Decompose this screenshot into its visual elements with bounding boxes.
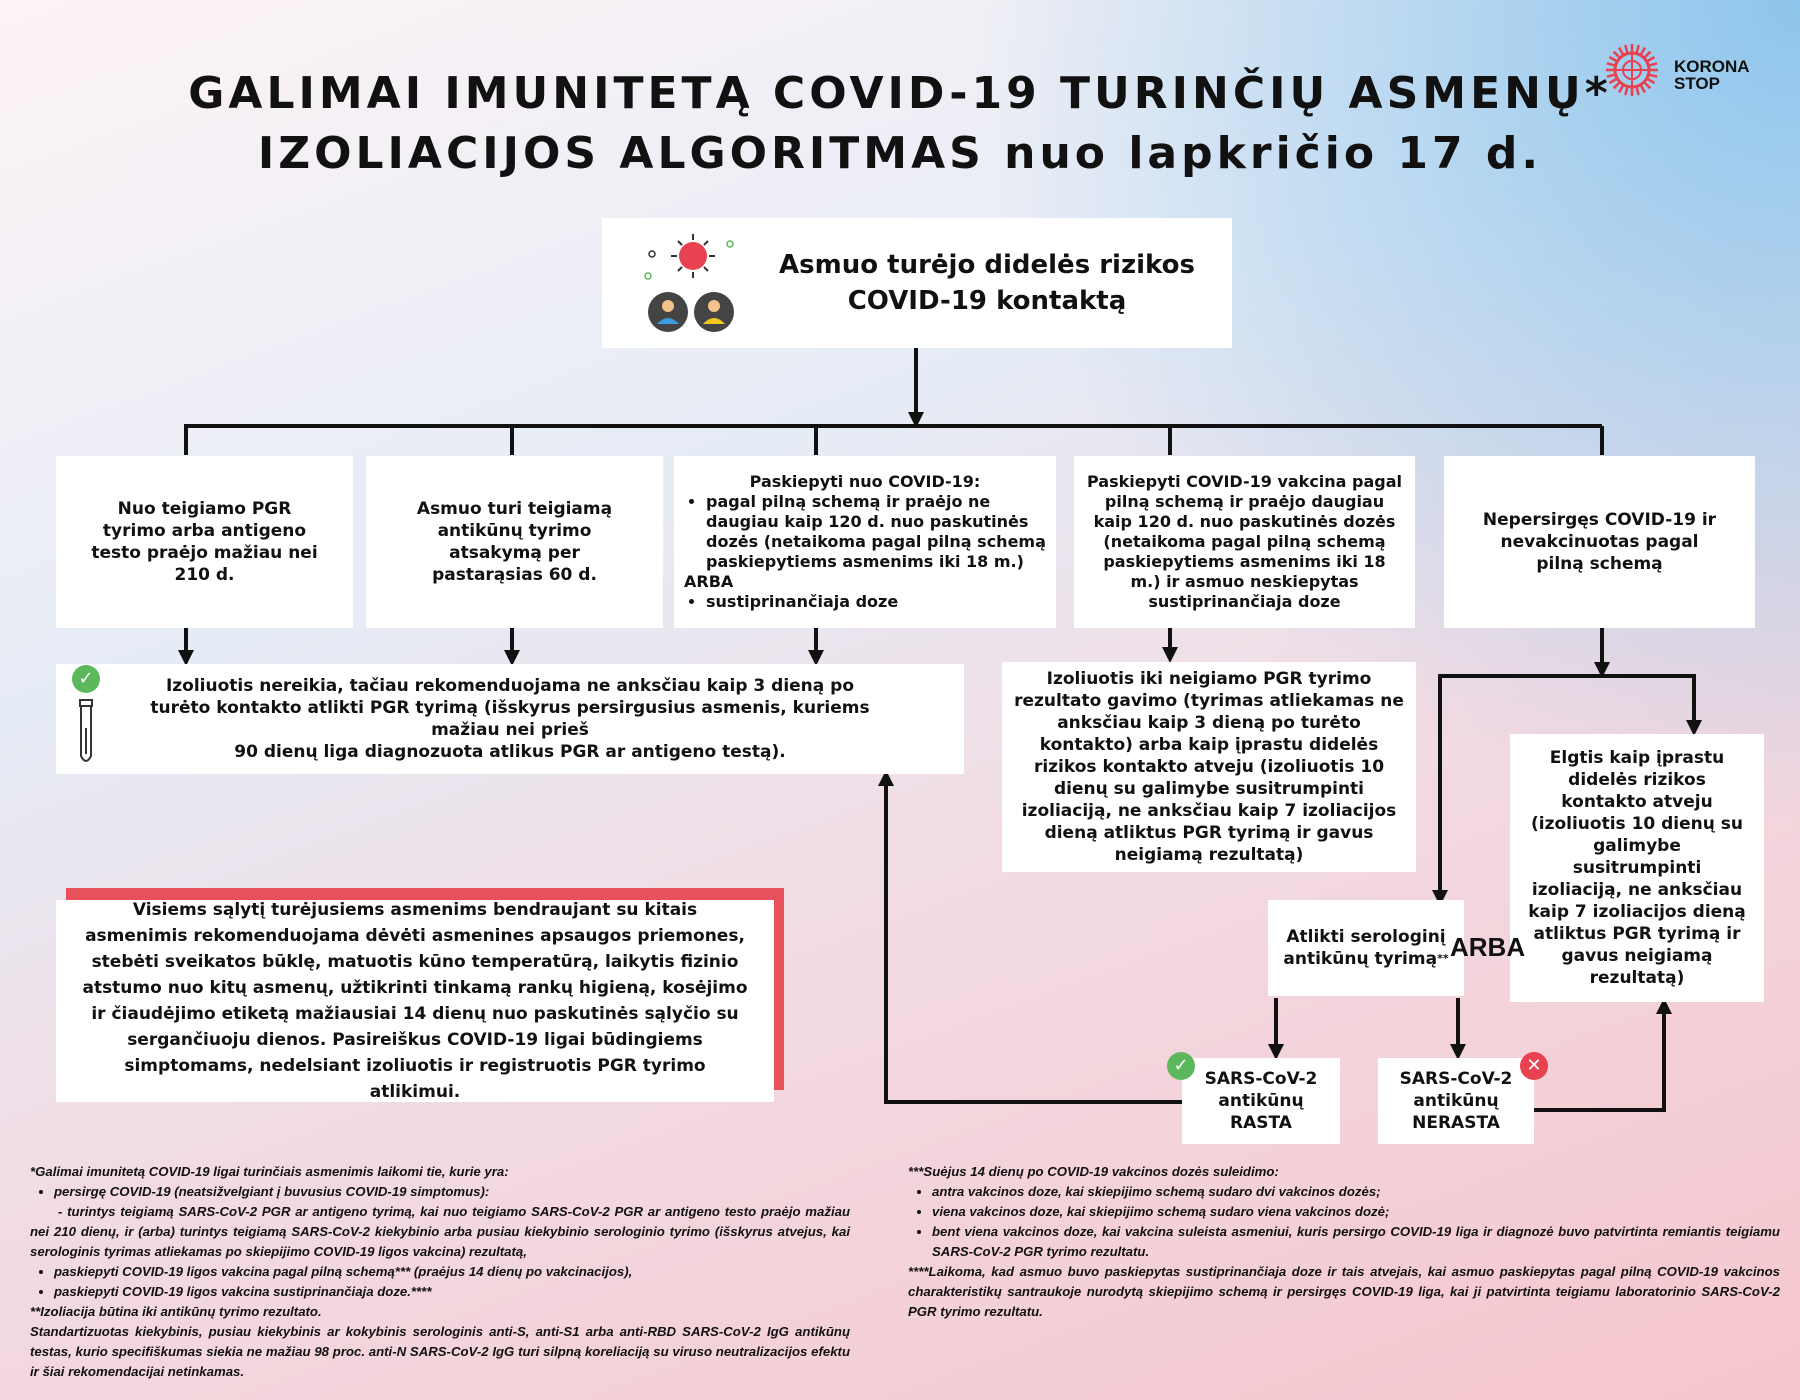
antibodies-found-box: SARS-CoV-2 antikūnų RASTA [1182,1058,1340,1144]
fn-left-b3: paskiepyti COVID-19 ligos vakcina sustip… [54,1282,850,1302]
arba-label: ARBA [1450,932,1526,962]
page-title-line2: IZOLIACIJOS ALGORITMAS nuo lapkričio 17 … [257,128,1543,179]
category-box-pgr-210: Nuo teigiamo PGR tyrimo arba antigeno te… [56,456,353,628]
serology-footnote-mark: ** [1437,952,1449,965]
serology-test-box: Atlikti serologinį antikūnų tyrimą** [1268,900,1464,996]
arrow-not-found-to-as-usual [1534,998,1672,1112]
top-box-line1: Asmuo turėjo didelės rizikos [779,250,1195,280]
top-contact-box: Asmuo turėjo didelės rizikos COVID-19 ko… [602,218,1232,348]
category-box-unvaccinated: Nepersirgęs COVID-19 ir nevakcinuotas pa… [1444,456,1755,628]
fn-left-b2: paskiepyti COVID-19 ligos vakcina pagal … [54,1262,850,1282]
footnotes-right: ***Suėjus 14 dienų po COVID-19 vakcinos … [908,1162,1780,1322]
fn-right-b3: bent viena vakcinos doze, kai vakcina su… [932,1222,1780,1262]
top-box-line2: COVID-19 kontaktą [847,286,1127,316]
outcome-as-usual-contact: Elgtis kaip įprastu didelės rizikos kont… [1510,734,1764,1002]
category-box-antibodies-60: Asmuo turi teigiamą antikūnų tyrimo atsa… [366,456,663,628]
outcome-isolate-until-negative: Izoliuotis iki neigiamo PGR tyrimo rezul… [1002,662,1416,872]
category-box-vaccinated-over-120: Paskiepyti COVID-19 vakcina pagal pilną … [1074,456,1415,628]
c3-item1: pagal pilną schemą ir praėjo ne daugiau … [706,492,1046,572]
no-isolation-line1: Izoliuotis nereikia, tačiau rekomenduoja… [150,676,870,740]
fn-left-p3: Standartizuotas kiekybinis, pusiau kieky… [30,1324,850,1379]
antibodies-not-found-box: SARS-CoV-2 antikūnų NERASTA [1378,1058,1534,1144]
cross-icon: ✕ [1520,1052,1548,1080]
fn-left-p1: *Galimai imunitetą COVID-19 ligai turinč… [30,1164,509,1179]
arrow-to-as-usual [1438,674,1702,736]
general-advice-box: Visiems sąlytį turėjusiems asmenims bend… [56,900,774,1102]
korona-stop-logo [1606,44,1658,96]
check-icon: ✓ [1167,1052,1195,1080]
category-box-vaccinated-recent: Paskiepyti nuo COVID-19: pagal pilną sch… [674,456,1056,628]
footnotes-left: *Galimai imunitetą COVID-19 ligai turinč… [30,1162,850,1382]
fn-right-b2: viena vakcinos doze, kai skiepijimo sche… [932,1202,1780,1222]
fn-left-b1-sub: - turintys teigiamą SARS-CoV-2 PGR ar an… [30,1204,850,1259]
fn-left-b1: persirgę COVID-19 (neatsižvelgiant į buv… [54,1182,850,1202]
arrow-found-to-no-isolation [878,770,1182,1104]
c3-head: Paskiepyti nuo COVID-19: [749,472,981,491]
outcome-no-isolation: Izoliuotis nereikia, tačiau rekomenduoja… [56,664,964,774]
c3-or: ARBA [684,572,734,591]
test-tube-icon [79,699,93,762]
fn-left-p2: **Izoliacija būtina iki antikūnų tyrimo … [30,1304,322,1319]
c3-item2: sustiprinančiaja doze [706,592,1046,612]
fn-right-p1: ***Suėjus 14 dienų po COVID-19 vakcinos … [908,1164,1279,1179]
fn-right-p2: ****Laikoma, kad asmuo buvo paskiepytas … [908,1264,1780,1319]
page-title-line1: GALIMAI IMUNITETĄ COVID-19 TURINČIŲ ASME… [188,68,1612,119]
check-icon: ✓ [72,665,100,693]
serology-text: Atlikti serologinį antikūnų tyrimą [1283,927,1446,969]
virus-people-icon [644,234,734,332]
fn-right-b1: antra vakcinos doze, kai skiepijimo sche… [932,1182,1780,1202]
no-isolation-line2: 90 dienų liga diagnozuota atlikus PGR ar… [234,742,786,762]
